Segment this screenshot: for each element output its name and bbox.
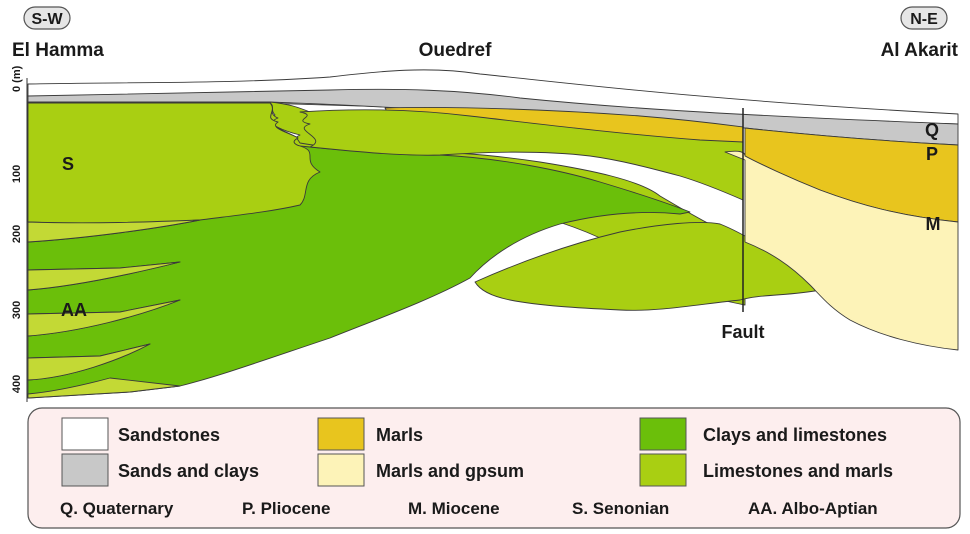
axis-unit-label: 0 (m)	[11, 65, 23, 92]
legend-abbr-quaternary: Q. Quaternary	[60, 499, 174, 518]
label-quaternary: Q	[925, 120, 939, 140]
legend: Sandstones Sands and clays Marls Marls a…	[28, 408, 960, 528]
label-fault: Fault	[722, 322, 765, 342]
legend-abbr-miocene: M. Miocene	[408, 499, 500, 518]
legend-swatch-marls-gypsum	[318, 454, 364, 486]
legend-swatch-clays-limestones	[640, 418, 686, 450]
axis-tick-200: 200	[11, 225, 23, 243]
axis-tick-300: 300	[11, 301, 23, 319]
legend-label-limestones-marls: Limestones and marls	[703, 461, 893, 481]
legend-abbr-senonian: S. Senonian	[572, 499, 669, 518]
direction-badge-ne: N-E	[901, 7, 947, 29]
legend-swatch-marls	[318, 418, 364, 450]
label-miocene: M	[926, 214, 941, 234]
location-el-hamma: El Hamma	[12, 40, 104, 61]
direction-label-ne: N-E	[910, 11, 938, 28]
label-albo-aptian: AA	[61, 300, 87, 320]
location-al-akarit: Al Akarit	[881, 40, 959, 61]
legend-swatch-limestones-marls	[640, 454, 686, 486]
legend-abbr-pliocene: P. Pliocene	[242, 499, 331, 518]
legend-swatch-sands-clays	[62, 454, 108, 486]
legend-swatch-sandstones	[62, 418, 108, 450]
legend-label-marls-gypsum: Marls and gpsum	[376, 461, 524, 481]
layers	[28, 70, 958, 398]
legend-abbr-albo-aptian: AA. Albo-Aptian	[748, 499, 878, 518]
axis-tick-100: 100	[11, 165, 23, 183]
direction-label-sw: S-W	[31, 11, 63, 28]
label-pliocene: P	[926, 144, 938, 164]
location-ouedref: Ouedref	[419, 40, 493, 61]
label-senonian: S	[62, 154, 74, 174]
axis-tick-400: 400	[11, 375, 23, 393]
legend-label-sands-clays: Sands and clays	[118, 461, 259, 481]
legend-label-marls: Marls	[376, 425, 423, 445]
legend-label-clays-limestones: Clays and limestones	[703, 425, 887, 445]
depth-axis: 0 (m) 100 200 300 400	[11, 65, 27, 402]
direction-badge-sw: S-W	[24, 7, 70, 29]
legend-label-sandstones: Sandstones	[118, 425, 220, 445]
